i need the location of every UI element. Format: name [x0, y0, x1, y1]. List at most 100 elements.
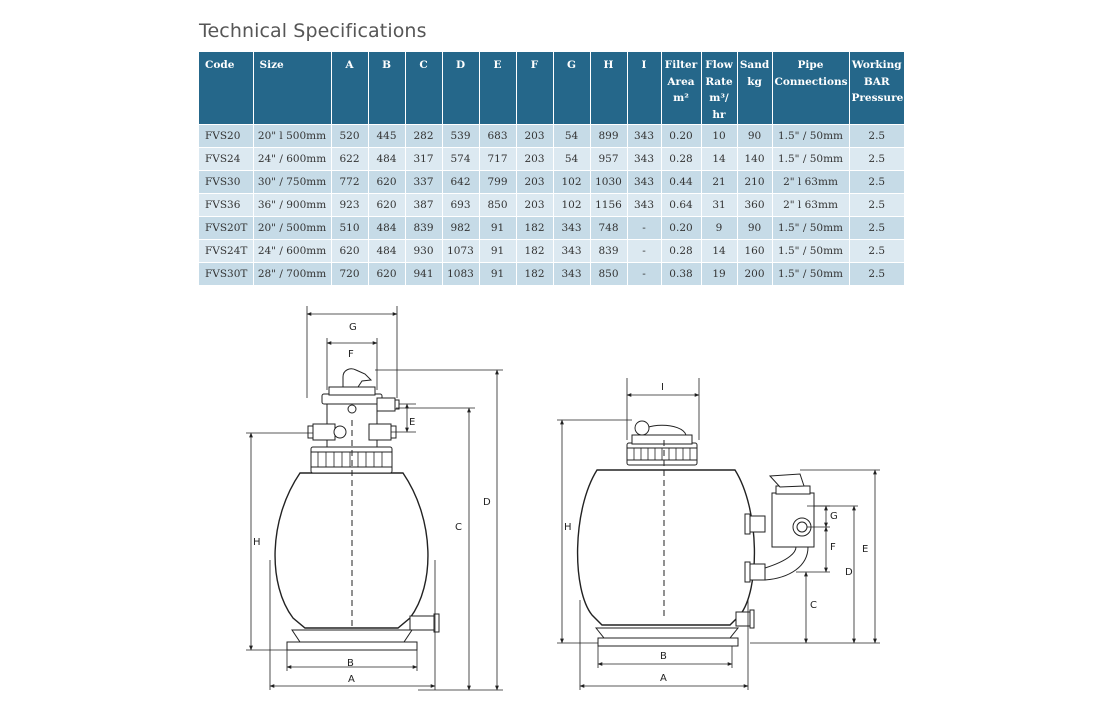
column-header: Size — [253, 52, 332, 125]
table-cell: 30" / 750mm — [253, 170, 332, 194]
table-cell: 1.5" / 50mm — [772, 147, 850, 171]
pressure-gauge — [634, 420, 650, 436]
table-cell: 203 — [516, 124, 554, 148]
table-cell: 620 — [368, 193, 406, 217]
table-cell: 337 — [405, 170, 443, 194]
table-cell: 54 — [553, 124, 591, 148]
table-cell: 360 — [737, 193, 773, 217]
table-cell: 24" / 600mm — [253, 147, 332, 171]
table-cell: 620 — [331, 239, 369, 263]
column-header-line: E — [493, 59, 502, 71]
table-cell: 2.5 — [849, 239, 904, 263]
model-code-cell: FVS30T — [199, 262, 254, 285]
column-header-line: kg — [747, 75, 762, 88]
column-header-line: Sand — [739, 59, 770, 71]
table-cell: 0.28 — [661, 239, 702, 263]
model-code-cell: FVS24 — [199, 147, 254, 171]
table-cell: 210 — [737, 170, 773, 194]
table-cell: - — [627, 216, 662, 240]
table-cell: 982 — [442, 216, 480, 240]
model-code-cell: FVS20T — [199, 216, 254, 240]
table-cell: 683 — [479, 124, 517, 148]
table-cell: 160 — [737, 239, 773, 263]
table-cell: 850 — [590, 262, 628, 285]
table-cell: 445 — [368, 124, 406, 148]
table-cell: 539 — [442, 124, 480, 148]
drain-plug — [409, 615, 437, 631]
column-header-line: G — [567, 59, 576, 71]
dim-label-g: G — [349, 322, 357, 333]
table-cell: 642 — [442, 170, 480, 194]
table-cell: 91 — [479, 262, 517, 285]
table-cell: 1083 — [442, 262, 480, 285]
table-cell: 1.5" / 50mm — [772, 216, 850, 240]
dim-label-e: E — [409, 417, 415, 428]
table-cell: 2" l 63mm — [772, 170, 850, 194]
table-cell: 520 — [331, 124, 369, 148]
table-cell: 14 — [701, 239, 738, 263]
valve-port-left — [312, 423, 336, 441]
column-header: C — [405, 52, 443, 125]
table-cell: 14 — [701, 147, 738, 171]
table-cell: 91 — [479, 216, 517, 240]
table-cell: 203 — [516, 193, 554, 217]
dim-label-h: H — [564, 522, 572, 533]
column-header-line: H — [603, 59, 614, 71]
table-cell: 90 — [737, 216, 773, 240]
side-mount-dimensions — [557, 378, 880, 690]
table-cell: 343 — [553, 239, 591, 263]
column-header-line: hr — [712, 108, 726, 121]
table-cell: 1.5" / 50mm — [772, 262, 850, 285]
dim-label-a: A — [660, 673, 667, 684]
table-cell: 0.38 — [661, 262, 702, 285]
table-cell: 941 — [405, 262, 443, 285]
model-code-cell: FVS36 — [199, 193, 254, 217]
valve-port-right-top — [376, 397, 396, 412]
column-header-line: Pipe — [797, 59, 824, 71]
table-cell: 182 — [516, 216, 554, 240]
table-cell: 102 — [553, 193, 591, 217]
dim-label-f: F — [830, 542, 836, 553]
column-header: E — [479, 52, 517, 125]
table-cell: 182 — [516, 262, 554, 285]
table-cell: 2.5 — [849, 216, 904, 240]
table-cell: 620 — [368, 262, 406, 285]
column-header-line: Filter — [664, 59, 698, 71]
table-cell: 1073 — [442, 239, 480, 263]
column-header-line: Flow — [705, 59, 733, 71]
table-cell: 387 — [405, 193, 443, 217]
column-header-line: Working — [851, 59, 902, 71]
table-cell: 574 — [442, 147, 480, 171]
side-mount-filter-drawing — [576, 420, 815, 647]
table-cell: 2.5 — [849, 147, 904, 171]
side-mount-labels: I H B A G F D E C — [564, 382, 868, 684]
table-cell: 20" l 500mm — [253, 124, 332, 148]
column-header-line: F — [530, 59, 539, 71]
column-header-line: B — [382, 59, 391, 71]
column-header: D — [442, 52, 480, 125]
column-header-line: Rate — [705, 75, 733, 88]
table-cell: 0.28 — [661, 147, 702, 171]
dim-label-c: C — [810, 600, 817, 611]
dim-label-h: H — [253, 537, 261, 548]
model-code-cell: FVS20 — [199, 124, 254, 148]
column-header-line: Size — [259, 59, 284, 71]
table-cell: 343 — [553, 216, 591, 240]
table-cell: 839 — [590, 239, 628, 263]
tank-base — [594, 627, 740, 639]
tank-body-outline — [576, 469, 756, 626]
table-cell: 90 — [737, 124, 773, 148]
table-cell: 31 — [701, 193, 738, 217]
column-header-line: Connections — [774, 75, 848, 88]
table-cell: 2.5 — [849, 170, 904, 194]
table-cell: 484 — [368, 216, 406, 240]
table-cell: 748 — [590, 216, 628, 240]
